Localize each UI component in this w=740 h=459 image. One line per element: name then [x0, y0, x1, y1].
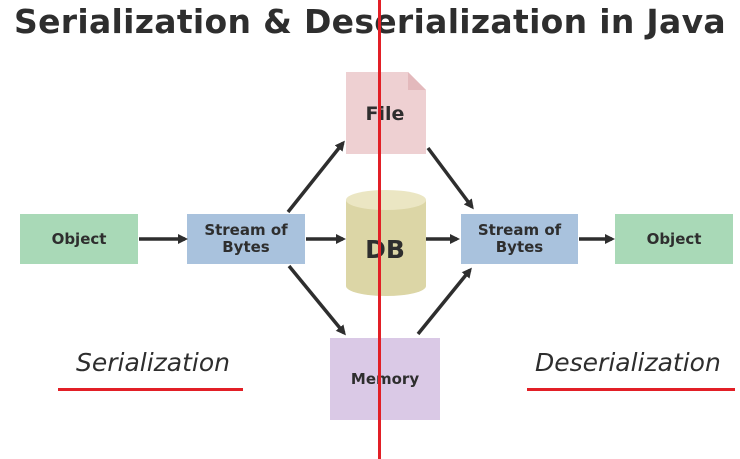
file-node: File — [346, 72, 426, 154]
stream-of-bytes-right-box: Stream of Bytes — [461, 214, 578, 264]
arrow-memory-to-stream — [416, 267, 472, 336]
arrow-stream-to-memory — [287, 264, 346, 336]
arrow-file-to-stream — [426, 146, 474, 210]
deserialization-underline — [527, 388, 735, 391]
serialization-underline — [58, 388, 243, 391]
db-node: DB — [346, 190, 426, 296]
object-left-box: Object — [20, 214, 138, 264]
stream-of-bytes-right-label: Stream of Bytes — [477, 221, 562, 256]
deserialization-label: Deserialization — [535, 348, 721, 377]
serialization-label: Serialization — [76, 348, 231, 377]
stream-of-bytes-left-box: Stream of Bytes — [187, 214, 305, 264]
db-cylinder-top — [346, 190, 426, 210]
stream-of-bytes-left-label: Stream of Bytes — [204, 221, 288, 256]
object-right-label: Object — [646, 229, 702, 248]
arrow-stream-to-file — [286, 140, 345, 214]
file-shape — [346, 72, 426, 154]
memory-box: Memory — [330, 338, 440, 420]
page-title: Serialization & Deserialization in Java — [14, 2, 726, 41]
db-cylinder-body — [346, 200, 426, 296]
file-label: File — [366, 103, 405, 125]
memory-label: Memory — [350, 369, 420, 388]
object-left-label: Object — [51, 229, 107, 248]
file-fold — [408, 72, 426, 90]
db-label: DB — [365, 235, 405, 264]
divider-line — [378, 0, 381, 459]
object-right-box: Object — [615, 214, 733, 264]
